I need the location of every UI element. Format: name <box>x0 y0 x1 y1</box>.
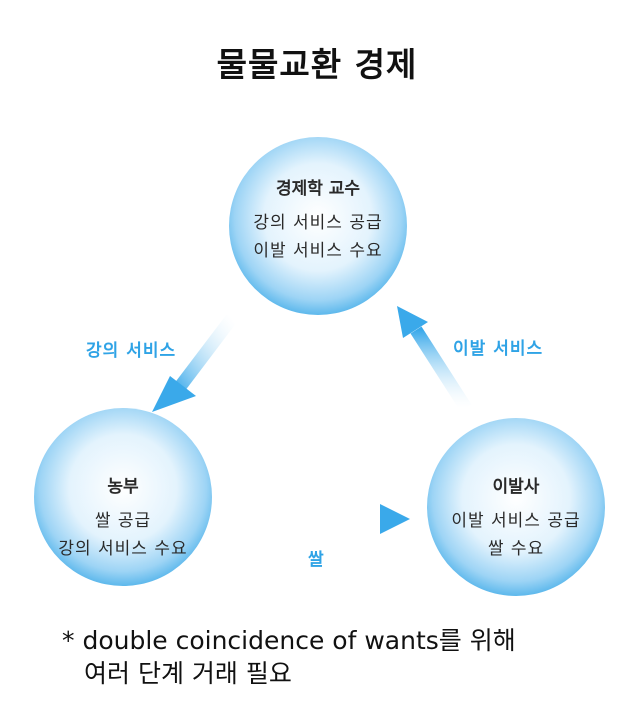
footnote: * double coincidence of wants를 위해 여러 단계 … <box>62 624 516 690</box>
flow-label-haircut: 이발 서비스 <box>453 339 544 359</box>
farmer-circle <box>34 408 212 586</box>
barber-line-1: 이발 서비스 공급 <box>451 511 581 531</box>
professor-name: 경제학 교수 <box>275 179 361 199</box>
farmer-line-2: 강의 서비스 수요 <box>58 539 188 559</box>
arrow-farmer-to-barber <box>258 504 410 534</box>
professor-line-1: 강의 서비스 공급 <box>253 213 383 233</box>
diagram-title: 물물교환 경제 <box>216 45 418 84</box>
professor-node: 경제학 교수 강의 서비스 공급 이발 서비스 수요 <box>233 174 403 265</box>
farmer-name: 농부 <box>107 477 139 497</box>
flow-label-rice: 쌀 <box>308 550 325 570</box>
barber-name: 이발사 <box>492 477 540 497</box>
professor-line-2: 이발 서비스 수요 <box>253 241 383 261</box>
barber-node: 이발사 이발 서비스 공급 쌀 수요 <box>426 472 606 563</box>
arrow-barber-to-professor <box>397 306 472 412</box>
farmer-node: 농부 쌀 공급 강의 서비스 수요 <box>33 472 213 563</box>
arrow-professor-to-farmer <box>152 314 238 412</box>
footnote-line-2: 여러 단계 거래 필요 <box>84 659 292 688</box>
barber-circle <box>427 418 605 596</box>
farmer-line-1: 쌀 공급 <box>94 511 152 531</box>
flow-label-lecture: 강의 서비스 <box>86 341 177 361</box>
professor-circle <box>229 137 407 315</box>
footnote-line-1: * double coincidence of wants를 위해 <box>62 626 516 655</box>
barber-line-2: 쌀 수요 <box>487 539 545 559</box>
